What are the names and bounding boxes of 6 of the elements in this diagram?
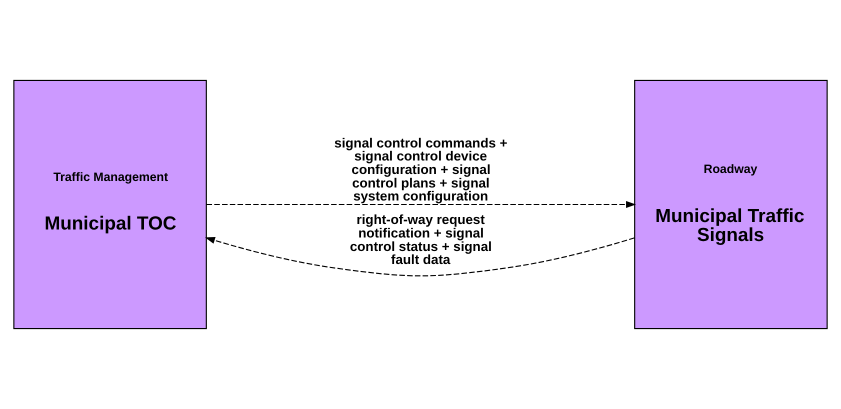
- edge-label: right-of-way request notification + signal control status + signal fault data: [350, 212, 492, 268]
- node-box: Traffic Management Municipal TOC: [13, 80, 207, 330]
- arrow: [206, 200, 636, 208]
- arrow: [204, 236, 635, 276]
- node-box: Roadway Municipal Traffic Signals: [634, 80, 828, 330]
- edge-label: signal control commands + signal control device configuration + signal control plans + signal system configuration: [334, 135, 508, 204]
